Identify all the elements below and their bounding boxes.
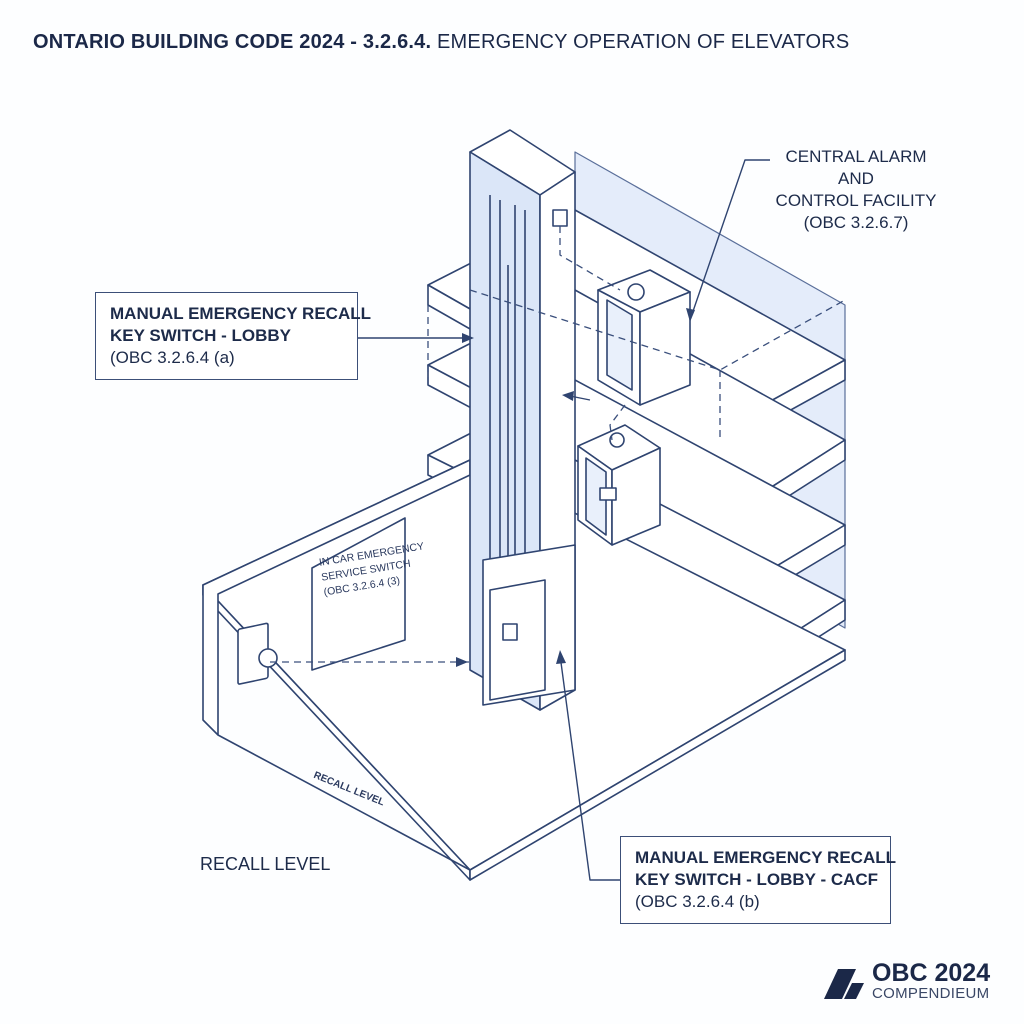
lobby-cacf-switch-callout: MANUAL EMERGENCY RECALL KEY SWITCH - LOB… [620, 836, 896, 924]
page-title: ONTARIO BUILDING CODE 2024 - 3.2.6.4. EM… [33, 31, 849, 54]
title-code-ref: ONTARIO BUILDING CODE 2024 - 3.2.6.4. [33, 31, 432, 53]
dashed-connections [270, 226, 846, 663]
middle-elevator-box [577, 424, 661, 546]
brand-name: OBC 2024 [872, 959, 991, 987]
brand-subtitle: COMPENDIEUM [872, 985, 990, 1002]
shaft-top-device [552, 209, 568, 227]
upper-elevator-box [597, 269, 691, 406]
sign-board [311, 517, 406, 671]
ground-elevator-door [482, 544, 576, 706]
recall-level-label: RECALL LEVEL [200, 854, 331, 874]
title-subject: EMERGENCY OPERATION OF ELEVATORS [437, 31, 850, 53]
cacf-label: CENTRAL ALARM AND CONTROL FACILITY (OBC … [775, 147, 937, 232]
leader-arrowheads [456, 308, 695, 667]
compendium-logo-icon [824, 969, 864, 999]
brand-block: OBC 2024 COMPENDIEUM [822, 960, 990, 1002]
lobby-switch-callout: MANUAL EMERGENCY RECALL KEY SWITCH - LOB… [95, 292, 371, 380]
